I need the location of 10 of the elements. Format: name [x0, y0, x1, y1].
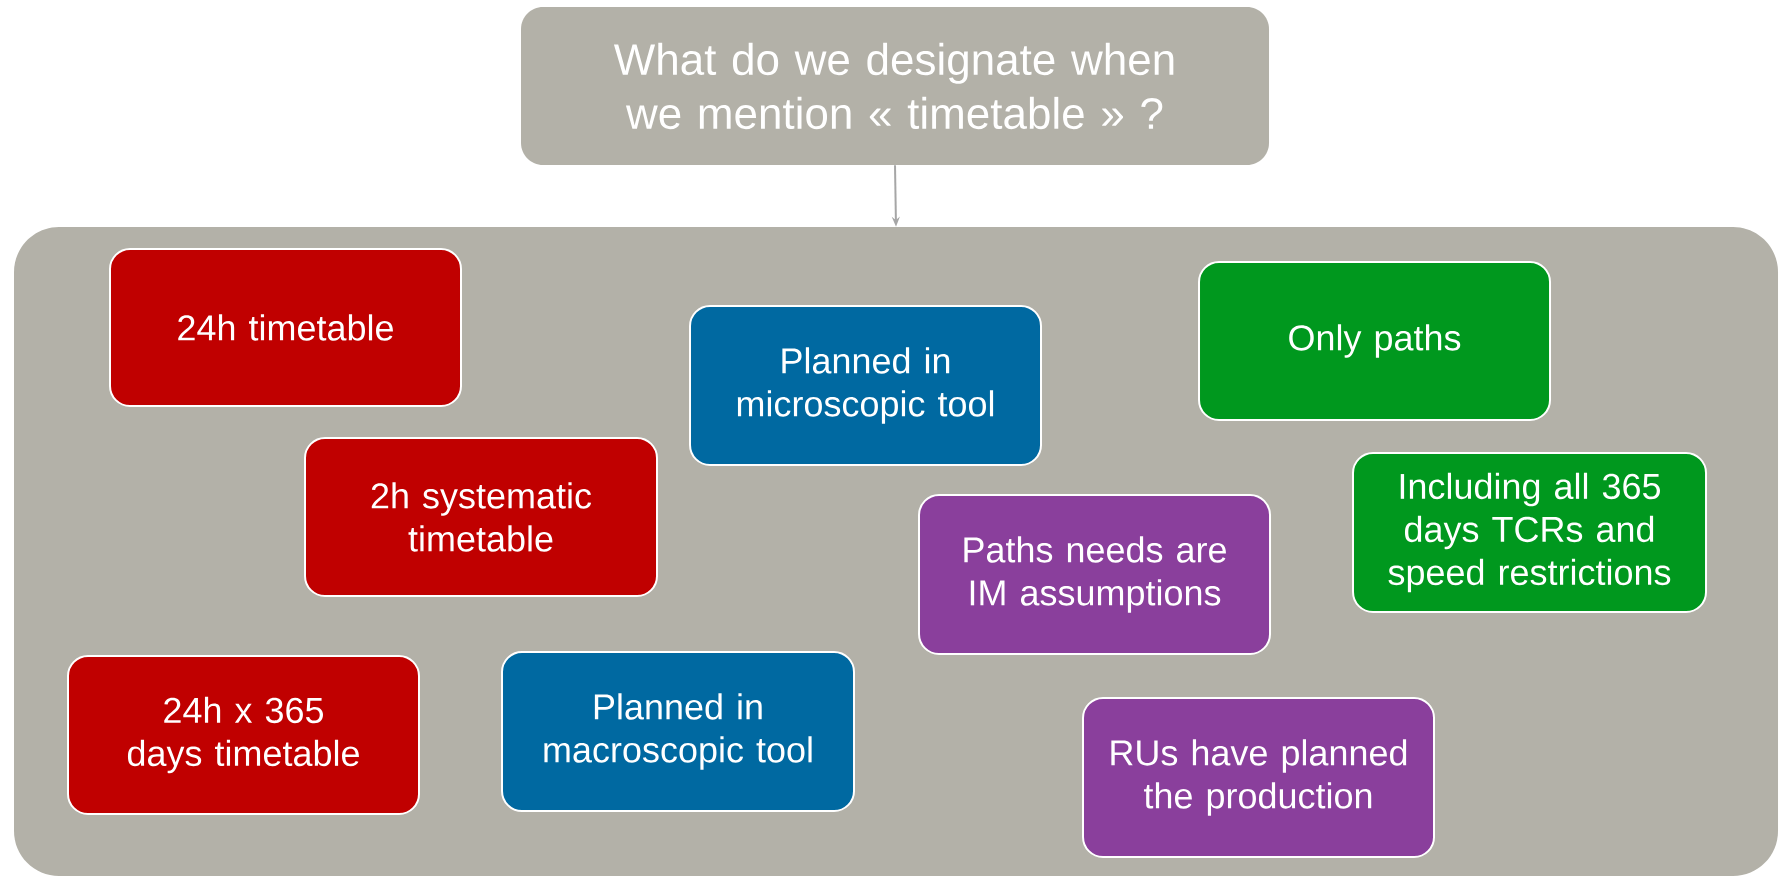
category-box: 24h timetable	[109, 248, 462, 407]
category-box: Planned in microscopic tool	[689, 305, 1042, 466]
category-box: Including all 365 days TCRs and speed restrictions	[1352, 452, 1707, 613]
question-box: What do we designate when we mention « timetable » ?	[521, 7, 1269, 165]
category-box: Only paths	[1198, 261, 1551, 421]
category-box: 24h x 365 days timetable	[67, 655, 420, 815]
category-box: Paths needs are IM assumptions	[918, 494, 1271, 655]
category-box: Planned in macroscopic tool	[501, 651, 855, 812]
category-box: RUs have planned the production	[1082, 697, 1435, 858]
category-box: 2h systematic timetable	[304, 437, 658, 597]
